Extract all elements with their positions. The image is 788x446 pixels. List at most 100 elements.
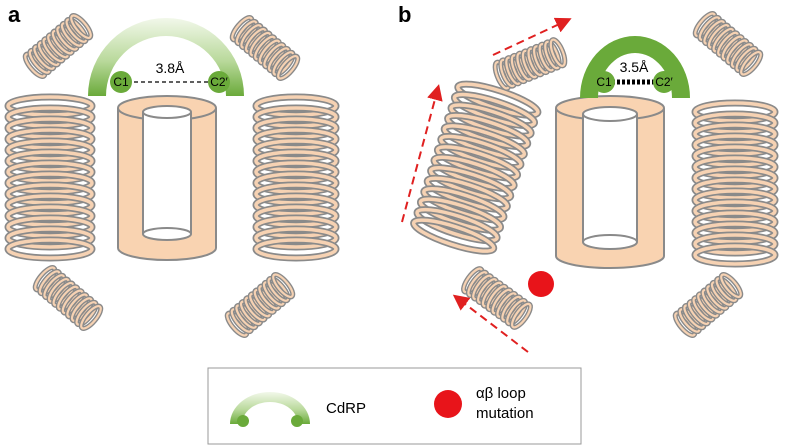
helix-turn xyxy=(6,216,94,238)
panel-a: a C1 C2′ xyxy=(4,2,340,338)
helix-turn xyxy=(693,134,777,156)
panel-b: b C1 C2′ 3.5Å xyxy=(398,2,779,353)
helix-turn xyxy=(544,40,561,70)
helix-turn xyxy=(6,227,94,249)
helix-turn xyxy=(693,189,777,211)
helix-turn xyxy=(435,145,520,180)
helix-turn xyxy=(6,139,94,161)
helix-turn xyxy=(6,128,94,150)
helix-turn xyxy=(735,47,758,72)
helix-turn xyxy=(6,150,94,172)
legend-cdrp-label: CdRP xyxy=(326,400,366,417)
cdrp-arc-b: C1 C2′ 3.5Å xyxy=(580,36,690,98)
small-helix-bottom-right xyxy=(224,272,296,338)
helix-turn xyxy=(411,218,496,253)
central-barrel xyxy=(117,95,217,261)
helix-turn xyxy=(272,273,294,299)
helix-turn xyxy=(6,172,94,194)
helix-turn xyxy=(272,51,295,76)
helix-turn xyxy=(6,183,94,205)
helix-turn xyxy=(693,123,777,145)
small-helix-top-right xyxy=(229,15,301,81)
helix-turn xyxy=(80,304,102,330)
atom-c2-a xyxy=(208,71,230,93)
helix-turn xyxy=(254,183,338,205)
arrow-left-up xyxy=(401,84,443,223)
helix-turn xyxy=(415,207,499,243)
helix-turn xyxy=(75,301,98,326)
atom-c2-b xyxy=(653,71,675,93)
small-helix-top-right xyxy=(692,11,764,77)
helix-turn xyxy=(6,106,94,128)
atom-c1-b xyxy=(593,71,615,93)
helix-turn xyxy=(740,50,762,76)
helix-turn xyxy=(422,186,506,222)
atom-c1-a xyxy=(110,71,132,93)
large-helix-right xyxy=(252,93,340,262)
helix-turn xyxy=(693,167,777,189)
helix-turn xyxy=(254,128,338,150)
helix-turn xyxy=(693,222,777,244)
legend-mutation-line2: mutation xyxy=(476,405,534,422)
helix-turn xyxy=(254,139,338,161)
helix-turn xyxy=(6,205,94,227)
helix-turn xyxy=(254,150,338,172)
helix-turn xyxy=(65,18,88,43)
central-barrel-b xyxy=(555,95,665,269)
atom-c2-label-a: C2′ xyxy=(210,75,228,89)
helix-turn xyxy=(6,238,94,260)
helix-turn xyxy=(254,238,338,260)
helix-turn xyxy=(445,113,530,149)
helix-turn xyxy=(720,273,742,299)
helix-turn xyxy=(254,95,338,117)
panel-b-label: b xyxy=(398,2,411,27)
small-helix-top-left xyxy=(492,37,568,91)
helix-turn xyxy=(452,92,537,128)
helix-turn xyxy=(254,172,338,194)
distance-label-b: 3.5Å xyxy=(620,59,649,75)
helix-turn xyxy=(418,197,503,232)
small-helix-top-left xyxy=(22,13,94,79)
panel-a-label: a xyxy=(8,2,21,27)
helix-turn xyxy=(254,106,338,128)
helix-turn xyxy=(6,194,94,216)
helix-turn xyxy=(6,117,94,139)
helix-turn xyxy=(254,117,338,139)
helix-turn xyxy=(549,38,566,67)
helix-turn xyxy=(693,112,777,134)
arrow-bottom-left xyxy=(452,294,529,353)
helix-turn xyxy=(456,82,540,117)
helix-turn xyxy=(442,124,527,159)
helix-turn xyxy=(428,166,513,201)
atom-c1-label-a: C1 xyxy=(113,75,129,89)
helix-turn xyxy=(693,211,777,233)
helix-turn xyxy=(693,145,777,167)
large-helix-left-tilted xyxy=(410,80,542,255)
helix-turn xyxy=(693,200,777,222)
helix-turn xyxy=(254,227,338,249)
helix-turn xyxy=(254,216,338,238)
helix-turn xyxy=(693,233,777,255)
atom-c2-label-b: C2′ xyxy=(655,75,673,89)
helix-turn xyxy=(6,161,94,183)
helix-turn xyxy=(693,178,777,200)
legend-box xyxy=(207,367,582,445)
large-helix-right xyxy=(691,99,779,268)
helix-turn xyxy=(254,205,338,227)
helix-turn xyxy=(267,277,290,302)
small-helix-bottom-left xyxy=(32,265,104,331)
helix-turn xyxy=(506,299,527,325)
cdrp-arc-a: C1 C2′ 3.8Å xyxy=(88,18,244,96)
helix-turn xyxy=(6,95,94,117)
helix-turn xyxy=(277,54,299,80)
arrow-top-right xyxy=(492,17,572,56)
legend: CdRP αβ loop mutation xyxy=(207,367,582,445)
legend-mutation-icon xyxy=(434,390,462,418)
distance-label-a: 3.8Å xyxy=(156,60,185,76)
helix-turn xyxy=(254,161,338,183)
small-helix-bottom-right xyxy=(672,272,744,338)
helix-turn xyxy=(715,277,738,302)
helix-turn xyxy=(70,14,92,40)
helix-turn xyxy=(693,244,777,266)
